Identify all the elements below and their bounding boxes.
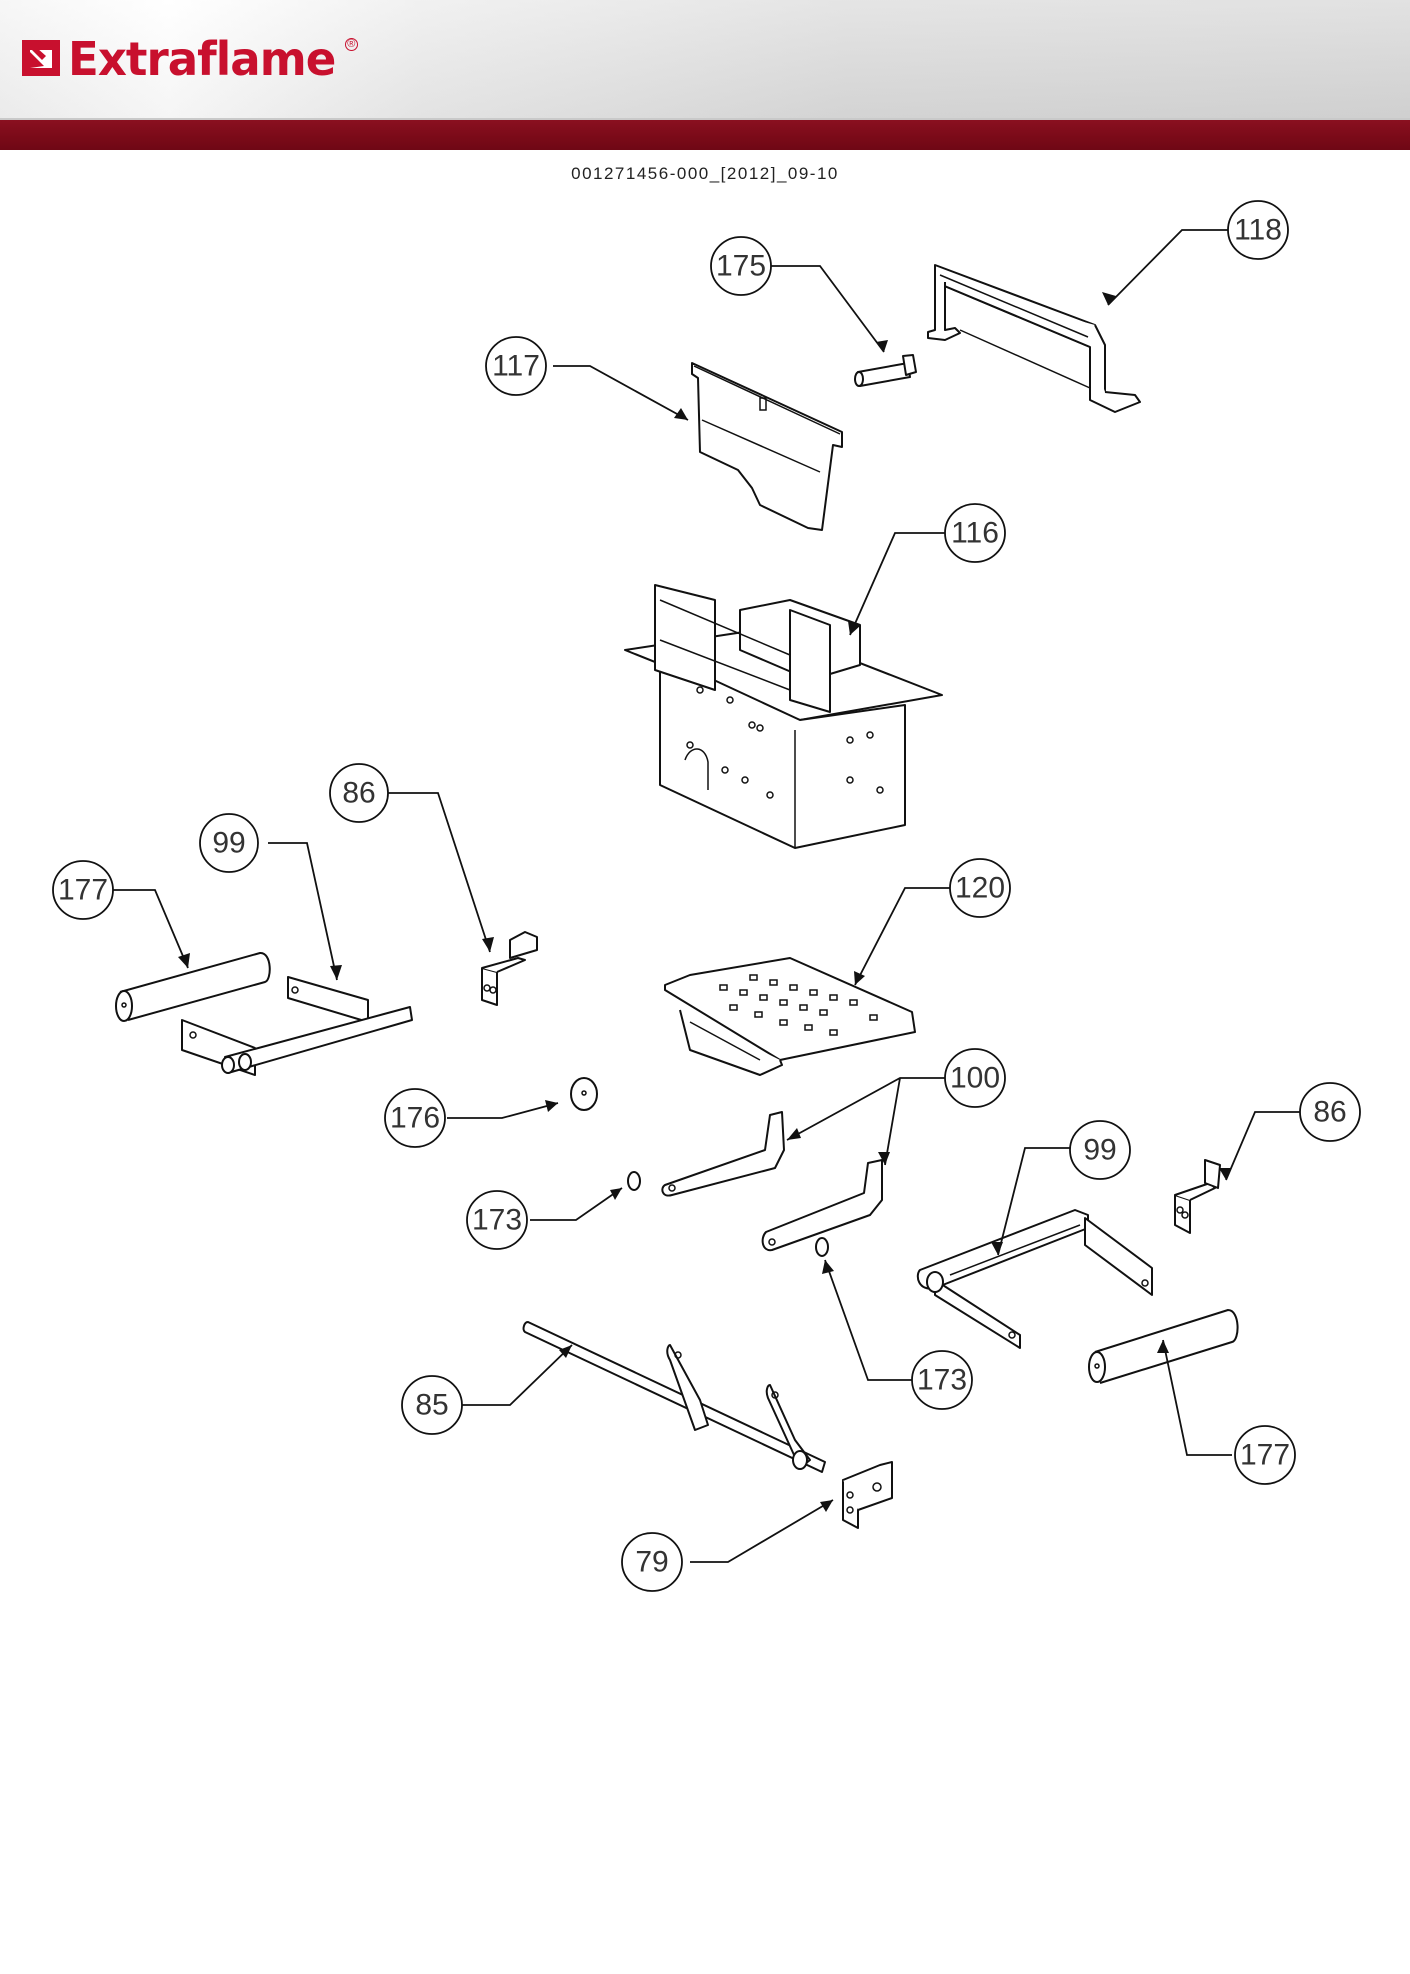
- leader-99b: [997, 1147, 1070, 1256]
- header-background: [0, 0, 1410, 118]
- svg-text:85: 85: [415, 1389, 448, 1422]
- svg-text:173: 173: [917, 1364, 967, 1397]
- leader-86a: [385, 792, 491, 953]
- svg-text:118: 118: [1234, 214, 1282, 247]
- part-99-lever-frame-right: [916, 1209, 1153, 1349]
- leader-175: [770, 265, 885, 353]
- registered-mark: ®: [344, 38, 358, 51]
- callout-173-right[interactable]: 173: [911, 1350, 973, 1410]
- leader-177a: [109, 889, 189, 969]
- svg-text:176: 176: [390, 1102, 440, 1135]
- svg-text:177: 177: [1240, 1439, 1290, 1472]
- part-173-nut-right: [815, 1237, 829, 1257]
- part-177-roller-left: [115, 952, 271, 1022]
- svg-text:86: 86: [1313, 1096, 1346, 1129]
- leader-173b: [824, 1259, 912, 1381]
- part-99-lever-frame-left: [181, 976, 413, 1076]
- part-118-bracket-cover: [927, 264, 1141, 413]
- part-120-grate: [664, 957, 916, 1076]
- part-100-link-arm-2: [761, 1159, 883, 1252]
- document-code: 001271456-000_[2012]_09-10: [571, 164, 839, 183]
- leader-116: [849, 532, 945, 636]
- callout-177-right[interactable]: 177: [1234, 1425, 1296, 1485]
- callout-117[interactable]: 117: [485, 336, 547, 396]
- callout-173-left[interactable]: 173: [466, 1190, 528, 1250]
- part-177-roller-right: [1088, 1309, 1239, 1384]
- leader-99a: [268, 842, 338, 981]
- part-85-shaft-lever: [522, 1321, 826, 1473]
- svg-text:86: 86: [342, 777, 375, 810]
- svg-text:99: 99: [212, 827, 245, 860]
- svg-text:79: 79: [635, 1546, 668, 1579]
- svg-text:175: 175: [716, 250, 766, 283]
- svg-text:177: 177: [58, 874, 108, 907]
- svg-text:173: 173: [472, 1204, 522, 1237]
- part-117-deflector-plate: [691, 362, 843, 531]
- callout-175[interactable]: 175: [710, 236, 772, 296]
- callouts: 118 175 117 116 86 99 177 120: [52, 200, 1361, 1592]
- leader-100: [786, 1077, 945, 1166]
- leader-arrowheads: [178, 292, 1231, 1512]
- leader-86b: [1225, 1111, 1300, 1181]
- callout-116[interactable]: 116: [944, 503, 1006, 563]
- part-175-pin: [854, 354, 917, 387]
- callout-118[interactable]: 118: [1227, 200, 1289, 260]
- part-173-nut-left: [627, 1171, 641, 1191]
- svg-text:117: 117: [492, 350, 540, 383]
- leader-176: [447, 1102, 559, 1119]
- part-176-washer: [570, 1077, 598, 1111]
- leader-85: [462, 1344, 573, 1406]
- callout-99-left[interactable]: 99: [199, 813, 259, 873]
- callout-176[interactable]: 176: [384, 1088, 446, 1148]
- svg-text:116: 116: [951, 517, 999, 550]
- leader-173a: [530, 1187, 623, 1221]
- brand-logo-icon: [22, 40, 60, 76]
- leader-lines: [109, 229, 1300, 1563]
- callout-79[interactable]: 79: [621, 1532, 683, 1592]
- brand-logo: Extraflame ®: [20, 34, 358, 84]
- svg-text:99: 99: [1083, 1134, 1116, 1167]
- callout-100[interactable]: 100: [944, 1048, 1006, 1108]
- part-86-small-bracket-left: [481, 931, 538, 1006]
- callout-86-right[interactable]: 86: [1299, 1082, 1361, 1142]
- svg-text:120: 120: [955, 872, 1005, 905]
- callout-99-right[interactable]: 99: [1069, 1120, 1131, 1180]
- leader-79: [690, 1499, 834, 1563]
- callout-85[interactable]: 85: [401, 1375, 463, 1435]
- callout-177-left[interactable]: 177: [52, 860, 114, 920]
- callout-120[interactable]: 120: [949, 858, 1011, 918]
- part-79-mounting-plate: [842, 1461, 893, 1529]
- leader-177b: [1162, 1339, 1232, 1456]
- part-86-small-bracket-right: [1174, 1159, 1221, 1234]
- leader-118: [1107, 229, 1228, 306]
- svg-text:100: 100: [950, 1062, 1000, 1095]
- leader-120: [854, 887, 950, 986]
- part-116-burner-pot-housing: [624, 584, 943, 849]
- grate-holes: [719, 974, 878, 1036]
- part-100-link-arm-1: [661, 1111, 785, 1197]
- callout-86-left[interactable]: 86: [329, 763, 389, 823]
- brand-name: Extraflame: [68, 32, 336, 86]
- leader-117: [553, 365, 689, 421]
- header-band: [0, 118, 1410, 150]
